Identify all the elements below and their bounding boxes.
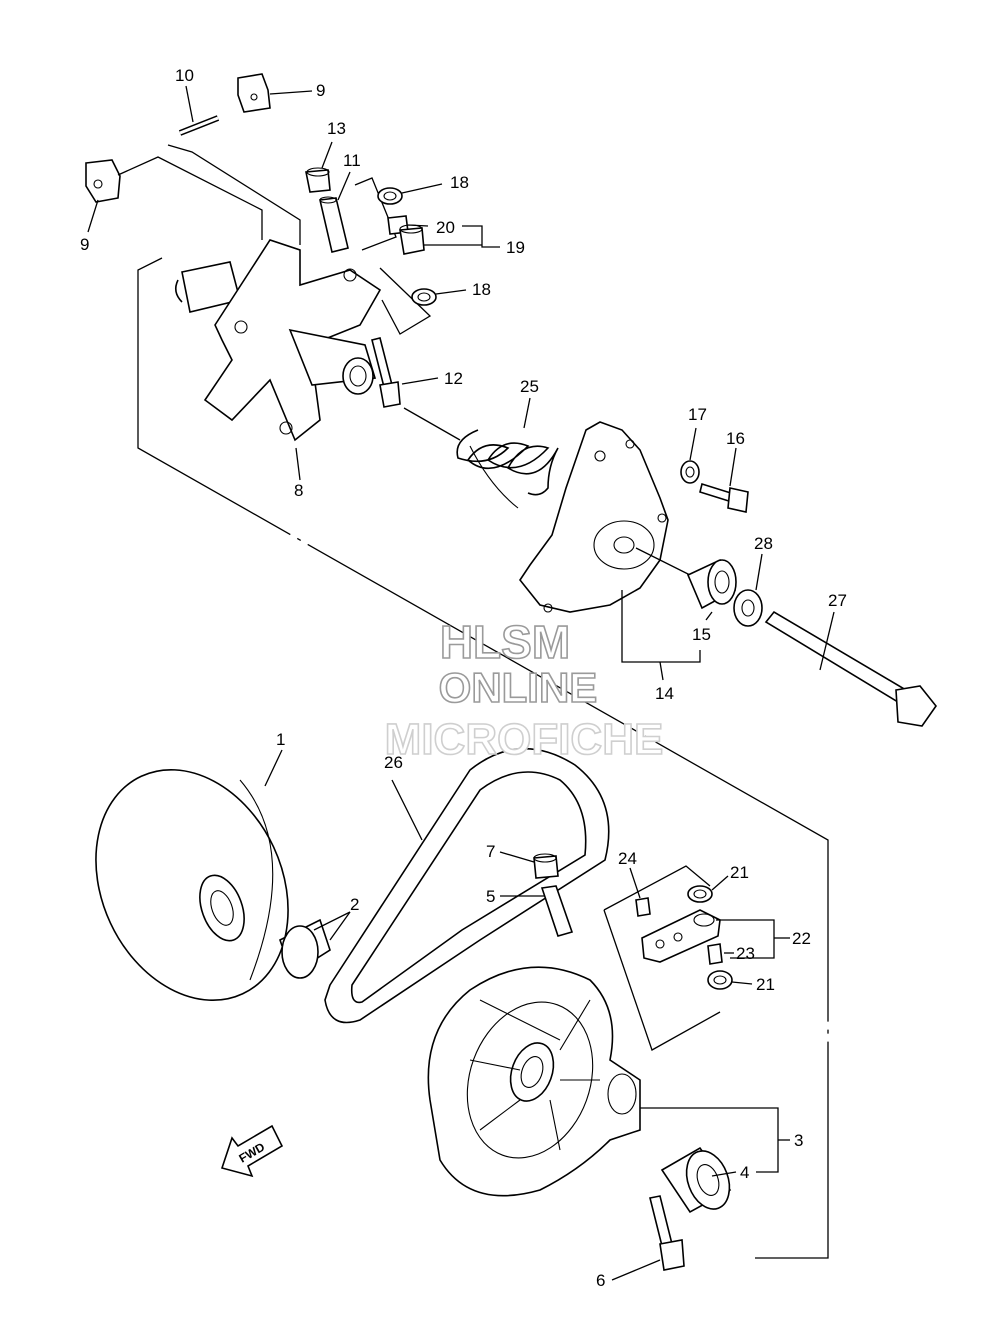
- part-12-bolt[interactable]: [371, 337, 401, 408]
- part-14-cover[interactable]: [519, 421, 669, 613]
- callout-4: 4: [740, 1163, 749, 1182]
- callout-2: 2: [350, 895, 359, 914]
- part-17-washer[interactable]: [680, 460, 700, 484]
- callout-21-top: 21: [730, 863, 749, 882]
- part-28-washer[interactable]: [733, 589, 763, 627]
- part-15-bushing[interactable]: [686, 558, 737, 610]
- part-18-washer-top[interactable]: [377, 187, 403, 205]
- part-6-bolt[interactable]: [649, 1195, 685, 1271]
- callout-1: 1: [276, 730, 285, 749]
- part-13-nut[interactable]: [305, 167, 331, 193]
- watermark-line-2: ONLINE: [439, 664, 598, 711]
- callout-24: 24: [618, 849, 637, 868]
- leader-bracket-9-10: [167, 144, 301, 245]
- callout-13: 13: [327, 119, 346, 138]
- callout-7: 7: [486, 842, 495, 861]
- callout-19: 19: [506, 238, 525, 257]
- part-25-spring[interactable]: [456, 429, 559, 509]
- part-1-fixed-sheave[interactable]: [60, 738, 325, 1032]
- part-27-bolt[interactable]: [764, 610, 937, 727]
- part-11-collar[interactable]: [319, 196, 349, 253]
- assembly-boundary-line: [137, 257, 829, 1259]
- part-8-spider-hub[interactable]: [174, 239, 382, 442]
- callout-28: 28: [754, 534, 773, 553]
- callout-16: 16: [726, 429, 745, 448]
- callout-9-left: 9: [80, 235, 89, 254]
- part-23-collar[interactable]: [707, 943, 723, 965]
- callout-12: 12: [444, 369, 463, 388]
- part-2-spacer[interactable]: [279, 918, 331, 979]
- callout-3: 3: [794, 1131, 803, 1150]
- callout-22: 22: [792, 929, 811, 948]
- callout-9-top: 9: [316, 81, 325, 100]
- watermark-line-3: MICROFICHE: [385, 715, 664, 764]
- part-19-bushing-assembly[interactable]: [399, 224, 425, 255]
- callout-17: 17: [688, 405, 707, 424]
- fwd-direction-arrow-icon: [220, 1124, 284, 1178]
- callout-11: 11: [343, 151, 361, 170]
- part-3-movable-sheave[interactable]: [427, 966, 641, 1197]
- part-9-roller-weight-left[interactable]: [85, 159, 121, 203]
- callout-20: 20: [436, 218, 455, 237]
- callout-10: 10: [175, 66, 194, 85]
- part-5-collar[interactable]: [540, 885, 574, 937]
- part-4-bushing[interactable]: [660, 1145, 737, 1215]
- part-16-bolt[interactable]: [699, 482, 749, 513]
- part-21-washer-bottom[interactable]: [707, 970, 733, 990]
- part-26-drive-belt[interactable]: [324, 747, 610, 1024]
- callout-5: 5: [486, 887, 495, 906]
- callout-18-top: 18: [450, 173, 469, 192]
- callout-26: 26: [384, 753, 403, 772]
- part-9-roller-weight-top[interactable]: [237, 73, 271, 113]
- callout-6: 6: [596, 1271, 605, 1290]
- part-18-washer-bottom[interactable]: [411, 288, 437, 306]
- part-7-nut[interactable]: [533, 853, 559, 879]
- part-10-pin[interactable]: [178, 115, 220, 136]
- callout-25: 25: [520, 377, 539, 396]
- callout-15: 15: [692, 625, 711, 644]
- part-22-lever[interactable]: [641, 909, 721, 963]
- callout-8: 8: [294, 481, 303, 500]
- part-21-washer-top[interactable]: [687, 885, 713, 903]
- callout-23: 23: [736, 944, 755, 963]
- callout-18-bottom: 18: [472, 280, 491, 299]
- watermark-line-1: HLSM: [440, 616, 570, 668]
- part-24-pin[interactable]: [635, 897, 651, 917]
- callout-21-bottom: 21: [756, 975, 775, 994]
- callout-27: 27: [828, 591, 847, 610]
- callout-14: 14: [655, 684, 674, 703]
